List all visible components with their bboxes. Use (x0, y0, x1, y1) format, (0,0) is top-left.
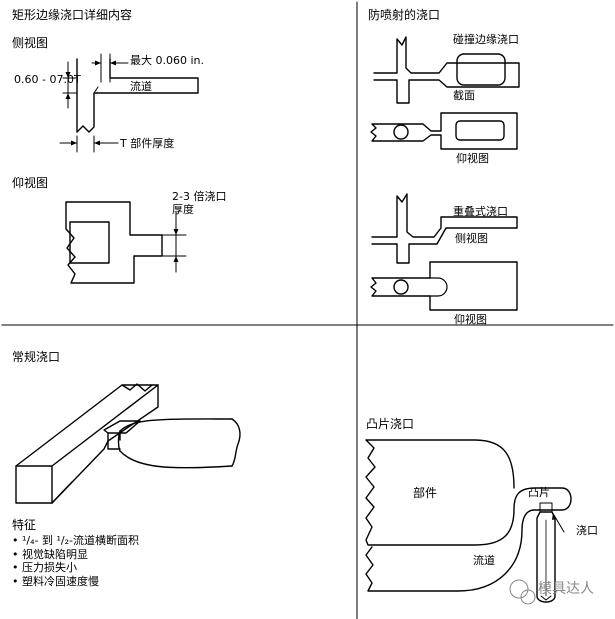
tr-overlap-gate-bottom (370, 261, 518, 311)
br-gate-label: 浇口 (576, 524, 598, 537)
tl-gate-ratio-label-1: 2-3 倍浇口 (172, 190, 227, 203)
tl-side-view-drawing (59, 53, 199, 153)
br-tab-gate-drawing (365, 439, 572, 603)
br-title: 凸片浇口 (366, 417, 415, 431)
tl-runner-label: 流道 (130, 80, 152, 93)
tr-title: 防喷射的浇口 (368, 8, 441, 22)
bl-title: 常规浇口 (12, 350, 61, 364)
tl-part-thickness-label: T 部件厚度 (120, 137, 175, 150)
tl-title: 矩形边缘浇口详细内容 (12, 8, 133, 22)
bl-features-list: • ¹/₄- 到 ¹/₂-流道横断面积 • 视觉缺陷明显 • 压力损失小 • 塑… (12, 534, 139, 588)
br-runner-label: 流道 (473, 554, 495, 567)
tl-bottom-view-label: 仰视图 (12, 176, 49, 190)
br-part-label: 部件 (413, 486, 438, 500)
feature-item: • 压力损失小 (12, 561, 77, 574)
watermark: 模具达人 (538, 581, 594, 597)
tr-overlap-gate-side (371, 193, 518, 264)
tl-bottom-view-drawing (65, 201, 187, 284)
wechat-icon (509, 579, 536, 605)
tr-section-label: 截面 (453, 89, 475, 102)
tr-bottom-view-label-1: 仰视图 (456, 152, 489, 165)
bl-features-title: 特征 (12, 518, 37, 532)
feature-item: • ¹/₄- 到 ¹/₂-流道横断面积 (12, 534, 139, 547)
tr-abutted-gate-bottom (370, 112, 518, 150)
tl-side-view-label: 侧视图 (12, 36, 49, 50)
tr-bottom-view-label-2: 仰视图 (454, 313, 487, 326)
feature-item: • 视觉缺陷明显 (12, 547, 88, 561)
tr-overlap-gate-label: 重叠式浇口 (453, 205, 508, 218)
tr-abutted-edge-gate-label: 碰撞边缘浇口 (453, 33, 519, 46)
tl-max-label: 最大 0.060 in. (130, 54, 205, 67)
feature-item: • 塑料冷固速度慢 (12, 574, 99, 588)
br-tab-label: 凸片 (528, 486, 550, 499)
tl-gate-ratio-label-2: 厚度 (172, 203, 194, 216)
bl-conventional-gate-3d (15, 383, 241, 504)
tr-abutted-gate-section (373, 36, 520, 104)
tl-thickness-range-label: 0.60 - 07.0T (14, 73, 81, 86)
tr-side-view-label: 侧视图 (455, 232, 488, 245)
